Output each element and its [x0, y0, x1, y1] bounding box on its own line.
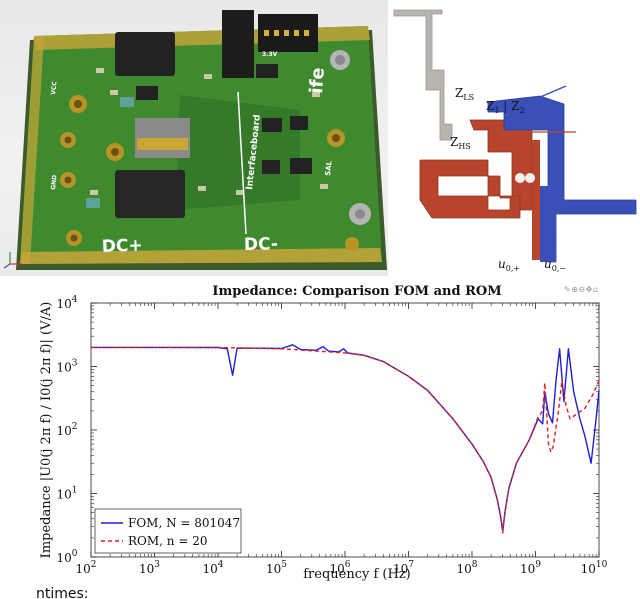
pcb-bottom-strip — [20, 248, 382, 264]
label-org: SAL — [324, 160, 334, 176]
x-tick-label: 1010 — [581, 560, 608, 576]
inductor-bottom — [115, 170, 185, 218]
x-tick-label: 108 — [456, 560, 477, 576]
layer-red-bottom — [419, 159, 521, 219]
layer-blue — [487, 95, 637, 263]
ic-6 — [136, 86, 158, 100]
axis-triad-icon — [3, 252, 22, 269]
cutoff-caption: ntimes: — [36, 586, 89, 599]
label-zhs: ZHS — [450, 135, 471, 151]
silkscreen-line — [237, 91, 247, 235]
y-tick-label: 103 — [56, 359, 77, 375]
label-z1-z2: Z1 | Z2 — [486, 99, 525, 115]
inductor-top — [115, 32, 175, 76]
label-dc-minus: DC- — [244, 234, 278, 255]
y-tick-label: 100 — [56, 549, 77, 565]
legend-box — [94, 508, 242, 554]
pcb-left-strip — [20, 36, 44, 264]
header-pins — [264, 30, 309, 36]
layer-blue-stub — [540, 186, 556, 262]
series-layer — [91, 344, 600, 534]
figure-toolbar[interactable]: ✎⊕⊖✥⌂ — [564, 285, 634, 295]
capacitor-2 — [120, 97, 134, 107]
zoom-out-icon[interactable]: ⊖ — [578, 285, 586, 294]
transformer-winding — [137, 138, 188, 150]
label-vcc: VCC — [50, 81, 58, 96]
chart-title: Impedance: Comparison FOM and ROM — [212, 284, 501, 299]
via-1 — [515, 173, 525, 183]
sma-connectors — [60, 95, 359, 251]
pcb-layout-drawing: ZLS Z1 | Z2 ZHS u0,+ u0,− — [392, 0, 640, 276]
label-dc-plus: DC+ — [101, 236, 143, 257]
y-axis-label-text: Impedance |U0(j 2π f) / I0(j 2π f)| (V/A… — [39, 302, 54, 559]
label-logo: ife — [306, 67, 329, 95]
ic-2 — [290, 116, 308, 130]
pcb-render: DC+ DC- Interfaceboard ife 3.3V SAL VCC … — [0, 0, 388, 276]
ic-4 — [262, 160, 280, 174]
mounting-posts — [330, 50, 371, 225]
y-axis-label: Impedance |U0(j 2π f) / I0(j 2π f)| (V/A… — [39, 302, 54, 559]
capacitor-1 — [86, 198, 100, 208]
leader-1 — [537, 85, 567, 99]
y-tick-label: 102 — [56, 422, 77, 438]
label-gnd: GND — [50, 175, 59, 191]
series-line-2 — [91, 346, 600, 534]
home-icon[interactable]: ⌂ — [592, 285, 599, 294]
header-connector-left — [222, 10, 254, 78]
label-voltage: 3.3V — [262, 51, 278, 58]
layer-red-stub — [532, 140, 540, 260]
x-tick-label: 109 — [520, 560, 541, 576]
chart-canvas: Impedance: Comparison FOM and ROM 102 103… — [39, 284, 608, 582]
legend-label: ROM, n = 20 — [128, 534, 207, 548]
x-tick-label: 104 — [202, 560, 223, 576]
y-axis-label-group: Impedance |U0(j 2π f) / I0(j 2π f)| (V/A… — [39, 302, 54, 559]
label-u-plus: u0,+ — [498, 257, 520, 273]
ic-3 — [290, 158, 312, 174]
label-u-minus: u0,− — [544, 257, 566, 273]
series-line-1 — [91, 344, 600, 532]
impedance-chart: Impedance: Comparison FOM and ROM 102 103… — [33, 280, 640, 582]
legend-label: FOM, N = 801047 — [128, 516, 240, 530]
brush-icon[interactable]: ✎ — [564, 285, 572, 294]
y-tick-label: 101 — [56, 486, 77, 502]
x-tick-label: 107 — [393, 560, 414, 576]
via-2 — [525, 173, 535, 183]
ic-1 — [262, 118, 282, 132]
layout-diagram: ZLS Z1 | Z2 ZHS u0,+ u0,− — [393, 9, 637, 273]
x-tick-label: 103 — [139, 560, 160, 576]
y-tick-label: 104 — [56, 295, 77, 311]
ic-5 — [256, 64, 278, 78]
zoom-in-icon[interactable]: ⊕ — [571, 285, 579, 294]
pan-icon[interactable]: ✥ — [585, 285, 593, 294]
axes-layer: 102 103 104 105 106 107 108 109 1010 100 101 102 103… — [56, 295, 607, 576]
passive-components — [90, 68, 328, 195]
x-tick-label: 105 — [266, 560, 287, 576]
x-axis-label: frequency f (Hz) — [303, 567, 411, 582]
pcb-render-drawing: DC+ DC- Interfaceboard ife 3.3V SAL VCC … — [3, 10, 387, 270]
label-zls: ZLS — [455, 86, 474, 102]
x-tick-label: 102 — [75, 560, 96, 576]
x-tick-label: 106 — [329, 560, 350, 576]
layer-grey-low-side — [393, 9, 453, 141]
